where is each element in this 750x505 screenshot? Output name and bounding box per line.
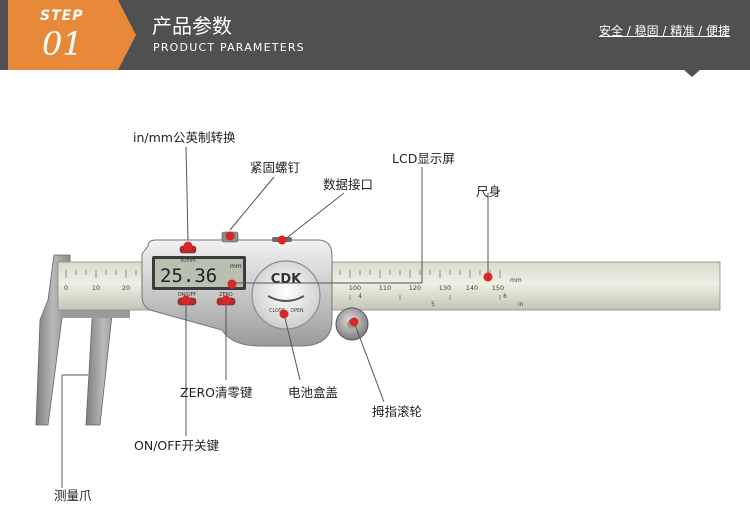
callout-dots bbox=[181, 231, 493, 327]
callouts bbox=[61, 146, 489, 488]
scale-inch-number: 5 bbox=[431, 301, 435, 308]
inch-mm-button-label: in/mm bbox=[180, 258, 196, 264]
label-battery: 电池盒盖 bbox=[288, 385, 339, 400]
label-inch-mm: in/mm公英制转换 bbox=[133, 130, 236, 145]
header-bar: STEP 01 产品参数 PRODUCT PARAMETERS 安全 / 稳固 … bbox=[0, 0, 750, 70]
scale-number: 110 bbox=[379, 284, 391, 292]
page-subtitle: PRODUCT PARAMETERS bbox=[153, 41, 305, 54]
label-lcd: LCD显示屏 bbox=[392, 151, 455, 166]
feature-tags: 安全 / 稳固 / 精准 / 便捷 bbox=[598, 24, 730, 38]
scale-number: 140 bbox=[466, 284, 478, 292]
dial-open-label: OPEN bbox=[290, 308, 304, 314]
page-title: 产品参数 bbox=[152, 14, 232, 38]
scale-number: 120 bbox=[409, 284, 421, 292]
scale-inch-number: 6 bbox=[503, 293, 507, 300]
brand-logo: CDK bbox=[271, 272, 302, 287]
label-zero: ZERO清零键 bbox=[180, 385, 253, 400]
label-thumb-wheel: 拇指滚轮 bbox=[372, 404, 423, 419]
scale-number: 0 bbox=[64, 284, 68, 292]
scale-number: 130 bbox=[439, 284, 451, 292]
label-screw: 紧固螺钉 bbox=[250, 160, 301, 175]
lcd-unit: mm bbox=[230, 263, 242, 270]
dial-arrow bbox=[267, 295, 305, 302]
scale-number: 20 bbox=[122, 284, 130, 292]
scale-number: 150 bbox=[492, 284, 504, 292]
beam-ticks bbox=[65, 270, 501, 300]
step-badge bbox=[8, 0, 136, 70]
zero-button-label: ZERO bbox=[219, 292, 233, 298]
scale-unit-mm: mm bbox=[510, 277, 522, 284]
label-ruler: 尺身 bbox=[476, 184, 502, 199]
scale-number: 100 bbox=[349, 284, 361, 292]
header-notch bbox=[684, 70, 700, 77]
step-number: 01 bbox=[42, 25, 83, 63]
lcd-reading: 25.36 bbox=[160, 265, 217, 287]
scale-inch-number: 4 bbox=[358, 293, 362, 300]
scale-unit-in: in bbox=[518, 301, 524, 308]
label-data-port: 数据接口 bbox=[323, 177, 374, 192]
step-word: STEP bbox=[40, 8, 84, 24]
battery-cover bbox=[251, 260, 321, 330]
onoff-button-label: ON/OFF bbox=[178, 292, 197, 298]
label-on-off: ON/OFF开关键 bbox=[134, 438, 220, 453]
dial-close-label: CLOSE bbox=[269, 308, 285, 314]
label-jaw: 测量爪 bbox=[54, 488, 92, 503]
scale-number: 10 bbox=[92, 284, 100, 292]
